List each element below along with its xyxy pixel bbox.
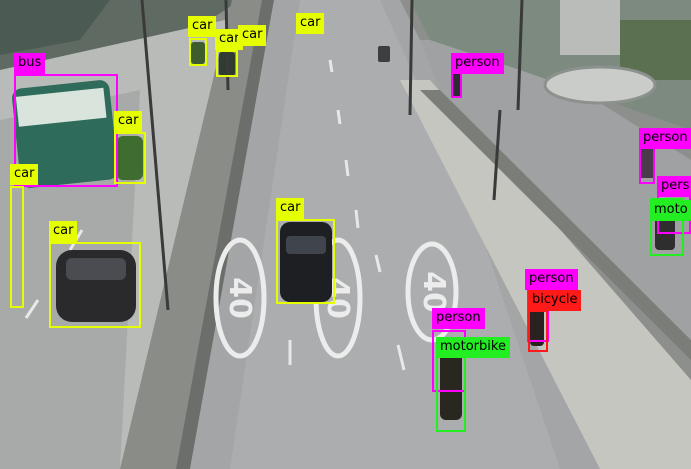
bbox-bicycle-1: [528, 310, 548, 352]
label-car-3: car: [49, 221, 78, 242]
label-car-2: car: [10, 164, 39, 185]
left-building-shadow: [0, 0, 110, 55]
bbox-motorbike-1: [436, 355, 466, 432]
bbox-car-4: [276, 219, 335, 304]
bbox-car-6: [216, 50, 238, 77]
speed-limit-text-group: 40 40 40: [222, 271, 451, 319]
vehicle-motorbike: [440, 340, 462, 420]
vehicle-car-left-window: [66, 258, 126, 280]
vehicle-bus: [12, 80, 118, 188]
bbox-person-2: [639, 146, 655, 184]
label-car-5: car: [188, 16, 217, 37]
right-railing: [420, 90, 691, 360]
median-wall: [120, 0, 272, 469]
vehicle-cng-1: [117, 136, 143, 180]
top-right-building: [560, 0, 620, 55]
label-car-7: car: [238, 25, 267, 46]
bbox-person-1: [451, 71, 462, 98]
bbox-car-2: [10, 186, 24, 308]
label-car-4: car: [276, 198, 305, 219]
bbox-car-1: [114, 132, 146, 184]
label-bus-1: bus: [14, 53, 46, 74]
label-motorbike-1: motorbike: [436, 337, 510, 358]
roundabout-structure: [543, 65, 657, 105]
label-person-4: person: [525, 269, 578, 290]
speed-limit-left: 40: [222, 277, 257, 319]
pedestrian-right: [641, 148, 653, 178]
label-motorbike-2: moto: [650, 200, 691, 221]
bbox-motorbike-2: [650, 198, 684, 256]
bbox-car-3: [49, 242, 141, 328]
label-bicycle-1: bicycle: [528, 290, 582, 311]
lane-dashes: [24, 59, 406, 371]
bbox-car-5: [189, 38, 207, 66]
vehicle-far: [378, 46, 390, 62]
label-person-1: person: [451, 53, 504, 74]
label-car-8: car: [296, 13, 325, 34]
label-person-3: pers: [657, 176, 691, 197]
label-car-6: car: [215, 29, 244, 50]
speed-limit-right: 40: [416, 271, 451, 313]
right-service-road: [420, 40, 691, 340]
vehicle-cng-2: [191, 42, 205, 64]
label-car-1: car: [114, 111, 143, 132]
vehicle-suv-window: [286, 236, 326, 254]
speed-limit-markings: [213, 237, 459, 359]
label-person-5: person: [432, 308, 485, 329]
pedestrian-far: [453, 74, 461, 96]
median-barrier: [176, 0, 274, 469]
label-person-2: person: [639, 128, 691, 149]
